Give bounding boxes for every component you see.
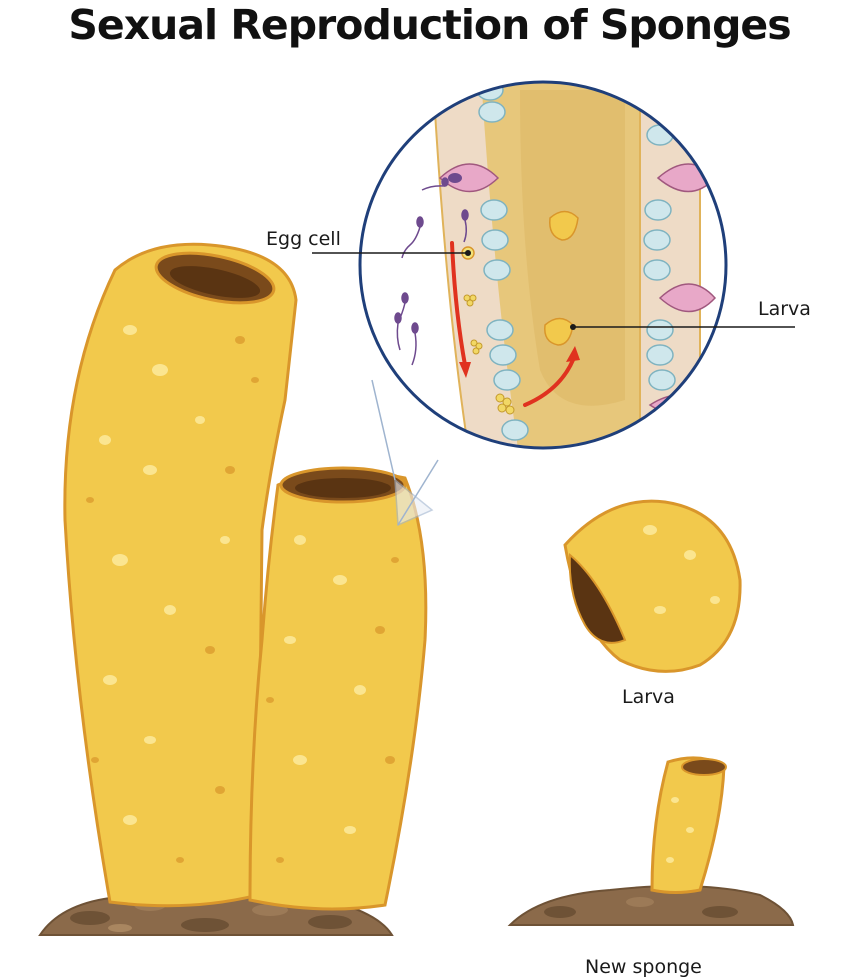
small-sponge-icon (248, 466, 428, 911)
flow-arrow-icon (450, 241, 575, 407)
large-sponge-icon (63, 242, 298, 908)
egg-cell-label: Egg cell (266, 228, 341, 250)
larva-icon (563, 499, 742, 673)
sperm-icon (394, 177, 469, 366)
new-sponge-label: New sponge (585, 956, 702, 978)
larva-label: Larva (622, 686, 675, 708)
zoom-lines (371, 379, 439, 527)
leader-lines (312, 250, 795, 330)
new-sponge-icon (650, 756, 727, 894)
larva-inset-label: Larva (758, 298, 811, 320)
page-title: Sexual Reproduction of Sponges (68, 1, 791, 49)
ground-new-sponge-icon (507, 885, 795, 926)
magnified-inset-icon (358, 80, 728, 450)
